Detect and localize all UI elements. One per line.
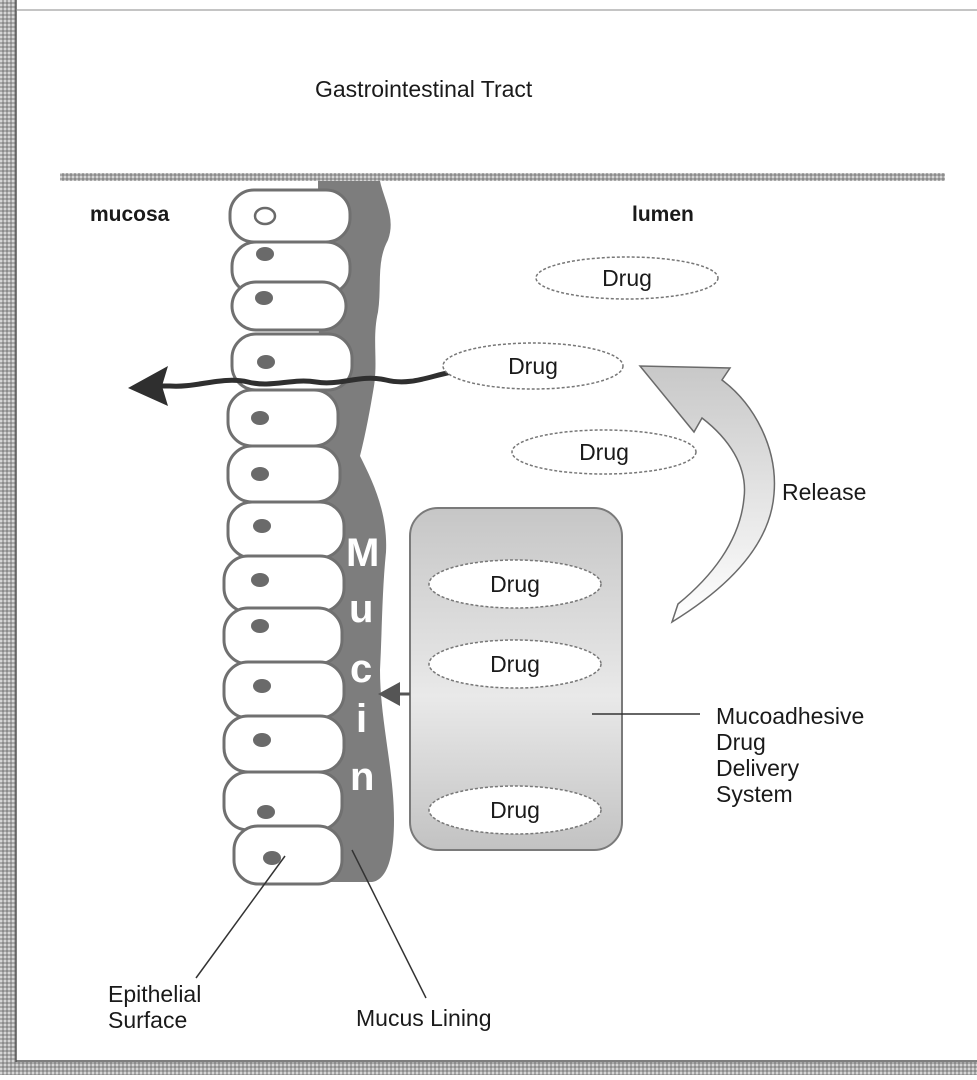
device-drug-1: Drug: [429, 560, 601, 608]
cell-nucleus: [257, 355, 275, 369]
drug-label: Drug: [490, 797, 540, 823]
mucin-letter-m: M: [346, 531, 379, 575]
cell-nucleus: [255, 208, 275, 224]
free-drug-1: Drug: [536, 257, 718, 299]
device-label: Mucoadhesive Drug Delivery System: [716, 703, 864, 807]
mucosa-label: mucosa: [90, 203, 170, 226]
cell-nucleus: [251, 573, 269, 587]
device-label-line-4: System: [716, 781, 793, 807]
cell-nucleus: [255, 291, 273, 305]
left-border: [0, 0, 16, 1075]
epithelial-cell: [224, 716, 344, 772]
absorption-arrowhead: [128, 366, 168, 406]
epithelial-label-line-2: Surface: [108, 1007, 187, 1033]
drug-label: Drug: [508, 353, 558, 379]
cell-nucleus: [256, 247, 274, 261]
drug-label: Drug: [579, 439, 629, 465]
free-drug-2: Drug: [443, 343, 623, 389]
cell-nucleus: [253, 679, 271, 693]
epithelial-cell: [224, 608, 342, 664]
epithelial-cell: [224, 662, 344, 718]
cell-nucleus: [263, 851, 281, 865]
cell-nucleus: [251, 619, 269, 633]
mucin-letter-i: i: [356, 697, 367, 741]
epithelial-cell: [230, 190, 350, 242]
device-label-line-2: Drug: [716, 729, 766, 755]
release-arrow: [640, 366, 774, 622]
diagram-title: Gastrointestinal Tract: [315, 76, 533, 102]
device-label-line-3: Delivery: [716, 755, 800, 781]
cell-nucleus: [253, 519, 271, 533]
mucin-letter-u: u: [349, 587, 373, 631]
cell-nucleus: [257, 805, 275, 819]
drug-label: Drug: [490, 571, 540, 597]
device-drug-2: Drug: [429, 640, 601, 688]
epithelial-cells: [224, 190, 352, 884]
epithelial-cell: [224, 772, 342, 830]
drug-label: Drug: [490, 651, 540, 677]
epithelial-cell: [224, 556, 344, 612]
epithelial-label: Epithelial Surface: [108, 981, 201, 1033]
epithelial-cell: [234, 826, 342, 884]
lumen-label: lumen: [632, 203, 694, 226]
device-label-line-1: Mucoadhesive: [716, 703, 864, 729]
mucus-callout-line: [352, 850, 426, 998]
cell-nucleus: [251, 411, 269, 425]
release-label: Release: [782, 479, 866, 505]
cell-nucleus: [253, 733, 271, 747]
tract-boundary: [60, 173, 945, 181]
epithelial-cell: [228, 446, 340, 502]
drug-label: Drug: [602, 265, 652, 291]
device-drug-3: Drug: [429, 786, 601, 834]
epithelial-cell: [232, 282, 346, 330]
free-drug-3: Drug: [512, 430, 696, 474]
mucus-lining-label: Mucus Lining: [356, 1005, 492, 1031]
bottom-border: [0, 1062, 977, 1075]
epithelial-cell: [228, 502, 344, 558]
cell-nucleus: [251, 467, 269, 481]
mucin-letter-c: c: [350, 647, 372, 691]
epithelial-cell: [228, 390, 338, 446]
mucin-letter-n: n: [350, 755, 374, 799]
epithelial-label-line-1: Epithelial: [108, 981, 201, 1007]
